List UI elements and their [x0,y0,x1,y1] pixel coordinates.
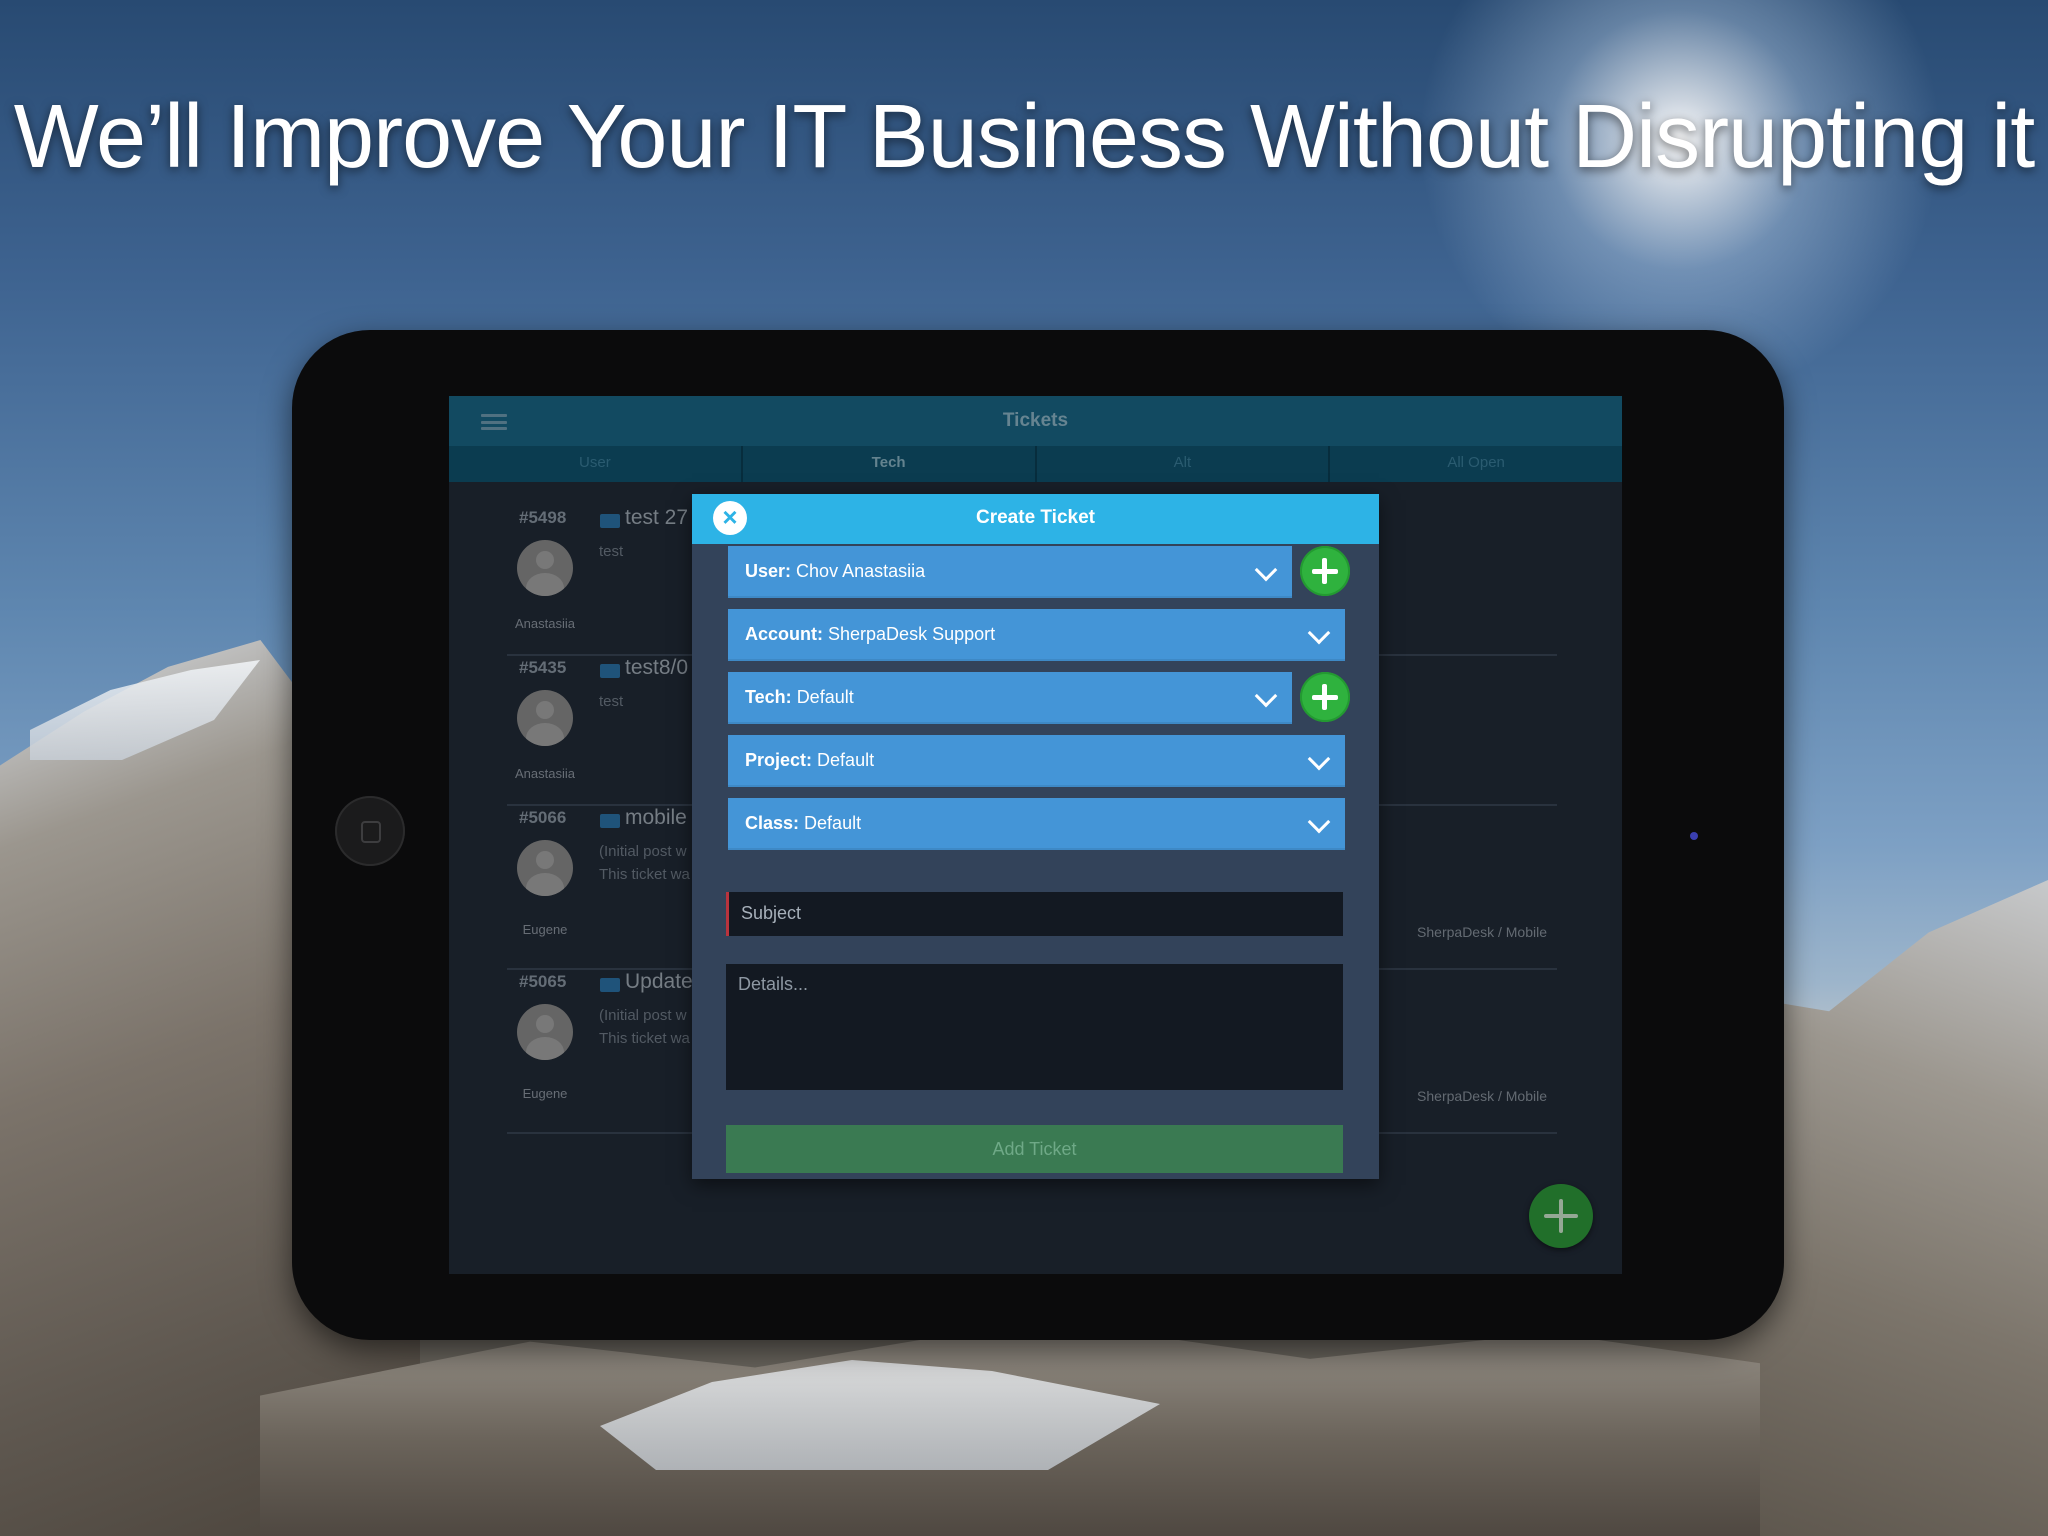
add-tech-plus-icon[interactable] [1300,672,1350,722]
chevron-down-icon [1307,621,1331,645]
ticket-list: #5498 Anastasiia test 27 test #5435 Anas… [507,506,1557,1134]
app-screen: Tickets User Tech Alt All Open #5498 Ana… [449,396,1622,1274]
tab-tech[interactable]: Tech [743,446,1037,482]
ticket-org: SherpaDesk / Mobile [1417,924,1547,940]
ticket-org: SherpaDesk / Mobile [1417,1088,1547,1104]
chevron-down-icon [1307,810,1331,834]
ticket-snippet: test [599,693,624,710]
menu-icon[interactable] [481,414,507,430]
envelope-icon [600,514,620,528]
ticket-snippet: (Initial post w This ticket wa [599,843,690,883]
envelope-icon [600,664,620,678]
class-label: Class: [745,813,800,833]
ticket-user: Eugene [522,1086,568,1101]
account-value: SherpaDesk Support [828,624,996,644]
dialog-header: × Create Ticket [692,494,1379,544]
user-value: Chov Anastasiia [796,561,926,581]
ticket-subject: test8/0 [625,656,689,679]
ticket-subject: Update [625,970,693,993]
tab-alt[interactable]: Alt [1037,446,1331,482]
ticket-snippet: (Initial post w This ticket wa [599,1007,690,1047]
ticket-user: Anastasiia [515,616,575,631]
class-select[interactable]: Class: Default [728,798,1345,850]
avatar-icon [517,1004,573,1060]
ticket-subject: test 27 [625,506,689,529]
ticket-number: #5435 [519,658,567,677]
tech-value: Default [796,687,854,707]
details-textarea[interactable]: Details... [726,964,1343,1090]
avatar-icon [517,690,573,746]
camera-icon [1690,832,1698,840]
class-value: Default [804,813,862,833]
chevron-down-icon [1307,747,1331,771]
ticket-user: Eugene [522,922,568,937]
envelope-icon [600,978,620,992]
tech-select[interactable]: Tech: Default [728,672,1292,724]
headline: We’ll Improve Your IT Business Without D… [13,87,2036,187]
ticket-number: #5065 [519,972,567,991]
avatar-icon [517,840,573,896]
dialog-title: Create Ticket [976,507,1095,528]
tab-bar: User Tech Alt All Open [449,446,1622,482]
ticket-row[interactable]: #5066 Eugene mobile (Initial post w This… [507,806,1557,970]
user-select[interactable]: User: Chov Anastasiia [728,546,1292,598]
app-title: Tickets [1002,410,1069,431]
close-icon[interactable]: × [713,501,747,535]
new-ticket-fab-plus-icon[interactable] [1529,1184,1593,1248]
project-label: Project: [745,750,813,770]
envelope-icon [600,814,620,828]
project-select[interactable]: Project: Default [728,735,1345,787]
ticket-number: #5066 [519,808,567,827]
chevron-down-icon [1254,558,1278,582]
app-header: Tickets [449,396,1622,446]
create-ticket-dialog: × Create Ticket User: Chov Anastasiia Ac… [692,494,1379,1179]
home-button-icon [335,796,405,866]
add-user-plus-icon[interactable] [1300,546,1350,596]
add-ticket-button[interactable]: Add Ticket [726,1125,1343,1173]
tab-user[interactable]: User [449,446,743,482]
tab-all-open[interactable]: All Open [1447,454,1505,471]
chevron-down-icon [1254,684,1278,708]
ticket-snippet: test [599,543,624,560]
account-select[interactable]: Account: SherpaDesk Support [728,609,1345,661]
avatar-icon [517,540,573,596]
account-label: Account: [745,624,823,644]
subject-input[interactable]: Subject [726,892,1343,936]
ticket-user: Anastasiia [515,766,575,781]
user-label: User: [745,561,792,581]
tech-label: Tech: [745,687,792,707]
ticket-number: #5498 [519,508,567,527]
project-value: Default [817,750,875,770]
ticket-subject: mobile [625,806,687,829]
